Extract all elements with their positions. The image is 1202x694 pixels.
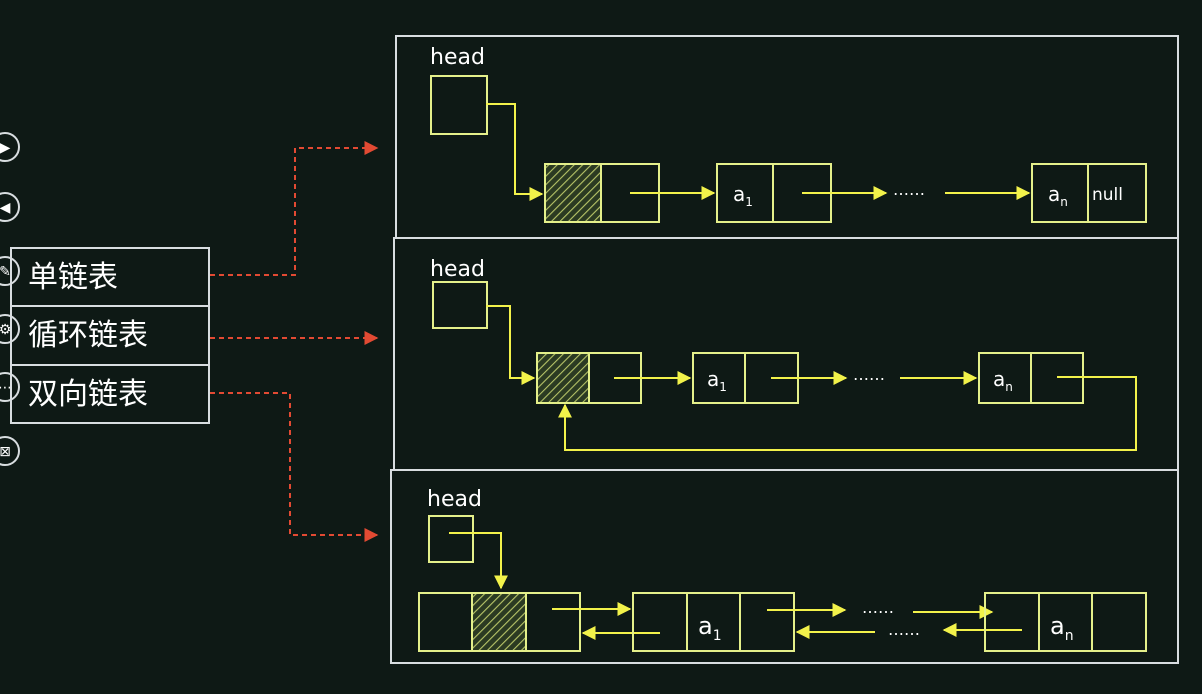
- doubly-head-node: [418, 592, 581, 652]
- menu-item-doubly-linked-list[interactable]: 双向链表: [10, 365, 210, 424]
- circular-head-arrow: [486, 305, 536, 385]
- doubly-head-data-cell: [471, 592, 527, 652]
- singly-linked-list: head a1 …… an null: [430, 45, 1147, 223]
- play-icon[interactable]: ▶: [0, 132, 20, 162]
- singly-an-next-cell: [1087, 163, 1147, 223]
- doubly-linked-list: head a1 …… …… an: [418, 487, 1147, 652]
- circular-ellipsis: ……: [853, 365, 885, 384]
- circular-a1-label: a1: [707, 367, 727, 394]
- grid-icon[interactable]: ⊠: [0, 436, 20, 466]
- singly-head-label: head: [430, 45, 485, 70]
- back-icon[interactable]: ◀: [0, 192, 20, 222]
- list-type-menu: 单链表 循环链表 双向链表: [10, 247, 210, 424]
- menu-item-singly-linked-list[interactable]: 单链表: [10, 247, 210, 306]
- doubly-ellipsis-top: ……: [862, 598, 894, 617]
- doubly-a1-label: a1: [698, 612, 722, 644]
- doubly-node-a1: a1: [632, 592, 795, 652]
- doubly-head-next-cell: [525, 592, 581, 652]
- singly-node-an: an null: [1031, 163, 1147, 223]
- doubly-an-label: an: [1050, 612, 1074, 644]
- doubly-an-prev-cell: [984, 592, 1040, 652]
- doubly-node-an: an: [984, 592, 1147, 652]
- singly-head-pointer-box: [430, 75, 488, 135]
- panel-doubly: [390, 469, 1179, 664]
- doubly-an-next-cell: [1091, 592, 1147, 652]
- doubly-head-prev-cell: [418, 592, 473, 652]
- doubly-a1-prev-cell: [632, 592, 688, 652]
- doubly-head-label: head: [427, 487, 482, 512]
- connector-doubly: [210, 392, 379, 542]
- singly-an-label: an: [1048, 182, 1068, 209]
- circular-linked-list: head a1 …… an: [430, 257, 1137, 451]
- panel-frames: [390, 35, 1179, 664]
- menu-item-circular-linked-list[interactable]: 循环链表: [10, 306, 210, 365]
- singly-null-label: null: [1092, 185, 1123, 205]
- circular-node-an: an: [978, 352, 1084, 404]
- singly-head-arrow: [486, 103, 544, 201]
- circular-head-pointer-box: [432, 281, 488, 329]
- doubly-head-pointer-box: [428, 515, 474, 563]
- circular-head-label: head: [430, 257, 485, 282]
- circular-head-node-data-cell: [536, 352, 590, 404]
- menu-panel-connectors: [210, 141, 379, 542]
- doubly-ellipsis-bottom: ……: [888, 620, 920, 639]
- doubly-head-arrow: [449, 532, 508, 590]
- circular-head-node: [536, 352, 642, 404]
- singly-a1-label: a1: [733, 182, 753, 209]
- circular-loop-back-arrow: [558, 376, 1137, 451]
- doubly-a1-next-cell: [739, 592, 795, 652]
- connector-singly: [210, 141, 379, 276]
- circular-an-label: an: [993, 367, 1013, 394]
- singly-ellipsis: ……: [893, 180, 925, 199]
- singly-head-node-data-cell: [544, 163, 602, 223]
